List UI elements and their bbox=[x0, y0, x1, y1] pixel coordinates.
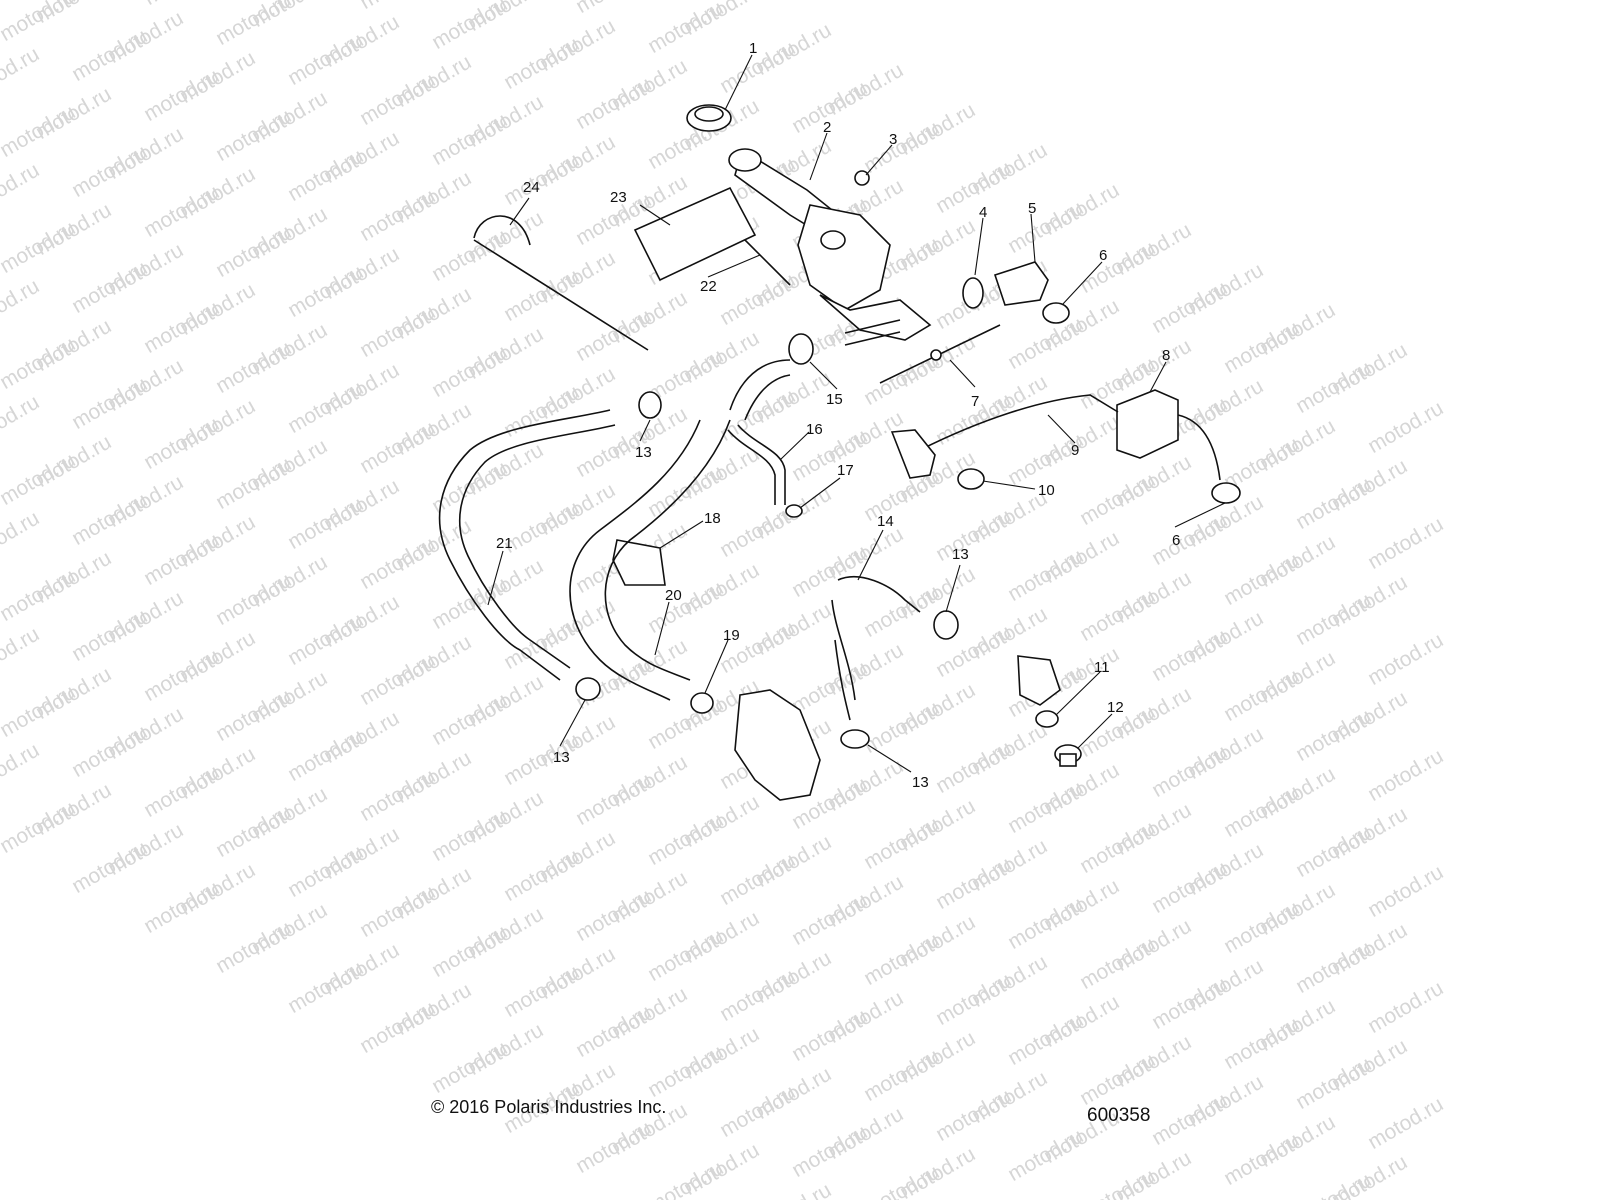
part-6-clamp-middle bbox=[933, 610, 959, 640]
part-9-fitting bbox=[890, 429, 936, 479]
part-12-thermostat bbox=[1054, 744, 1082, 767]
part-11-o-ring bbox=[1035, 710, 1059, 728]
part-24-cable-tie bbox=[473, 215, 649, 351]
callout-10: 10 bbox=[1038, 482, 1055, 499]
callout-8: 8 bbox=[1162, 347, 1170, 364]
callout-19: 19 bbox=[723, 627, 740, 644]
callout-2: 2 bbox=[823, 119, 831, 136]
part-8-mount-block bbox=[1116, 389, 1179, 459]
callout-6: 6 bbox=[1099, 247, 1107, 264]
part-14-hose bbox=[831, 575, 921, 721]
callouts: 1 2 3 4 5 6 6 7 8 9 10 11 12 13 13 13 13… bbox=[496, 40, 1180, 791]
callout-24: 24 bbox=[523, 179, 540, 196]
part-13-clamp-b bbox=[575, 677, 601, 701]
part-9-bleed-line bbox=[919, 394, 1221, 481]
leader-lines bbox=[487, 54, 1226, 773]
callout-6b: 6 bbox=[1172, 532, 1180, 549]
part-20-lower-hose bbox=[569, 419, 731, 701]
callout-12: 12 bbox=[1107, 699, 1124, 716]
part-1-radiator-cap bbox=[686, 104, 732, 132]
callout-13c: 13 bbox=[912, 774, 929, 791]
figure-number: 600358 bbox=[1087, 1105, 1151, 1126]
part-water-pump-housing bbox=[734, 689, 821, 801]
part-16-small-hose bbox=[727, 424, 786, 505]
part-coolant-reservoir bbox=[797, 204, 932, 341]
callout-18: 18 bbox=[704, 510, 721, 527]
part-21-long-hose bbox=[438, 409, 616, 681]
callout-13b: 13 bbox=[553, 749, 570, 766]
callout-20: 20 bbox=[665, 587, 682, 604]
callout-7: 7 bbox=[971, 393, 979, 410]
part-13-clamp-c bbox=[840, 729, 870, 749]
part-10-clamp bbox=[957, 468, 985, 490]
part-5-elbow-hose bbox=[993, 261, 1049, 306]
part-19-clamp bbox=[690, 692, 714, 714]
callout-16: 16 bbox=[806, 421, 823, 438]
callout-17: 17 bbox=[837, 462, 854, 479]
callout-13a: 13 bbox=[635, 444, 652, 461]
callout-3: 3 bbox=[889, 131, 897, 148]
callout-15: 15 bbox=[826, 391, 843, 408]
callout-1: 1 bbox=[749, 40, 757, 57]
part-6-clamp-upper bbox=[1042, 302, 1070, 324]
part-23-label bbox=[633, 186, 757, 282]
part-7-tie-knot bbox=[930, 349, 942, 361]
callout-14: 14 bbox=[877, 513, 894, 530]
callout-21: 21 bbox=[496, 535, 513, 552]
part-13-clamp-a bbox=[638, 391, 662, 419]
copyright-notice: © 2016 Polaris Industries Inc. bbox=[431, 1097, 667, 1117]
part-thermostat-housing bbox=[1017, 655, 1061, 706]
part-3-nut bbox=[854, 170, 870, 186]
callout-22: 22 bbox=[700, 278, 717, 295]
part-4-clamp bbox=[962, 277, 984, 309]
part-6-clamp-right bbox=[1211, 482, 1241, 504]
callout-23: 23 bbox=[610, 189, 627, 206]
part-17-clamp bbox=[785, 504, 803, 518]
callout-4: 4 bbox=[979, 204, 987, 221]
callout-6c: 13 bbox=[952, 546, 969, 563]
callout-5: 5 bbox=[1028, 200, 1036, 217]
callout-11: 11 bbox=[1094, 659, 1110, 676]
part-upper-hose bbox=[729, 319, 901, 421]
part-15-clamp bbox=[788, 333, 814, 365]
callout-9: 9 bbox=[1071, 442, 1079, 459]
part-18-sleeve bbox=[612, 539, 666, 586]
